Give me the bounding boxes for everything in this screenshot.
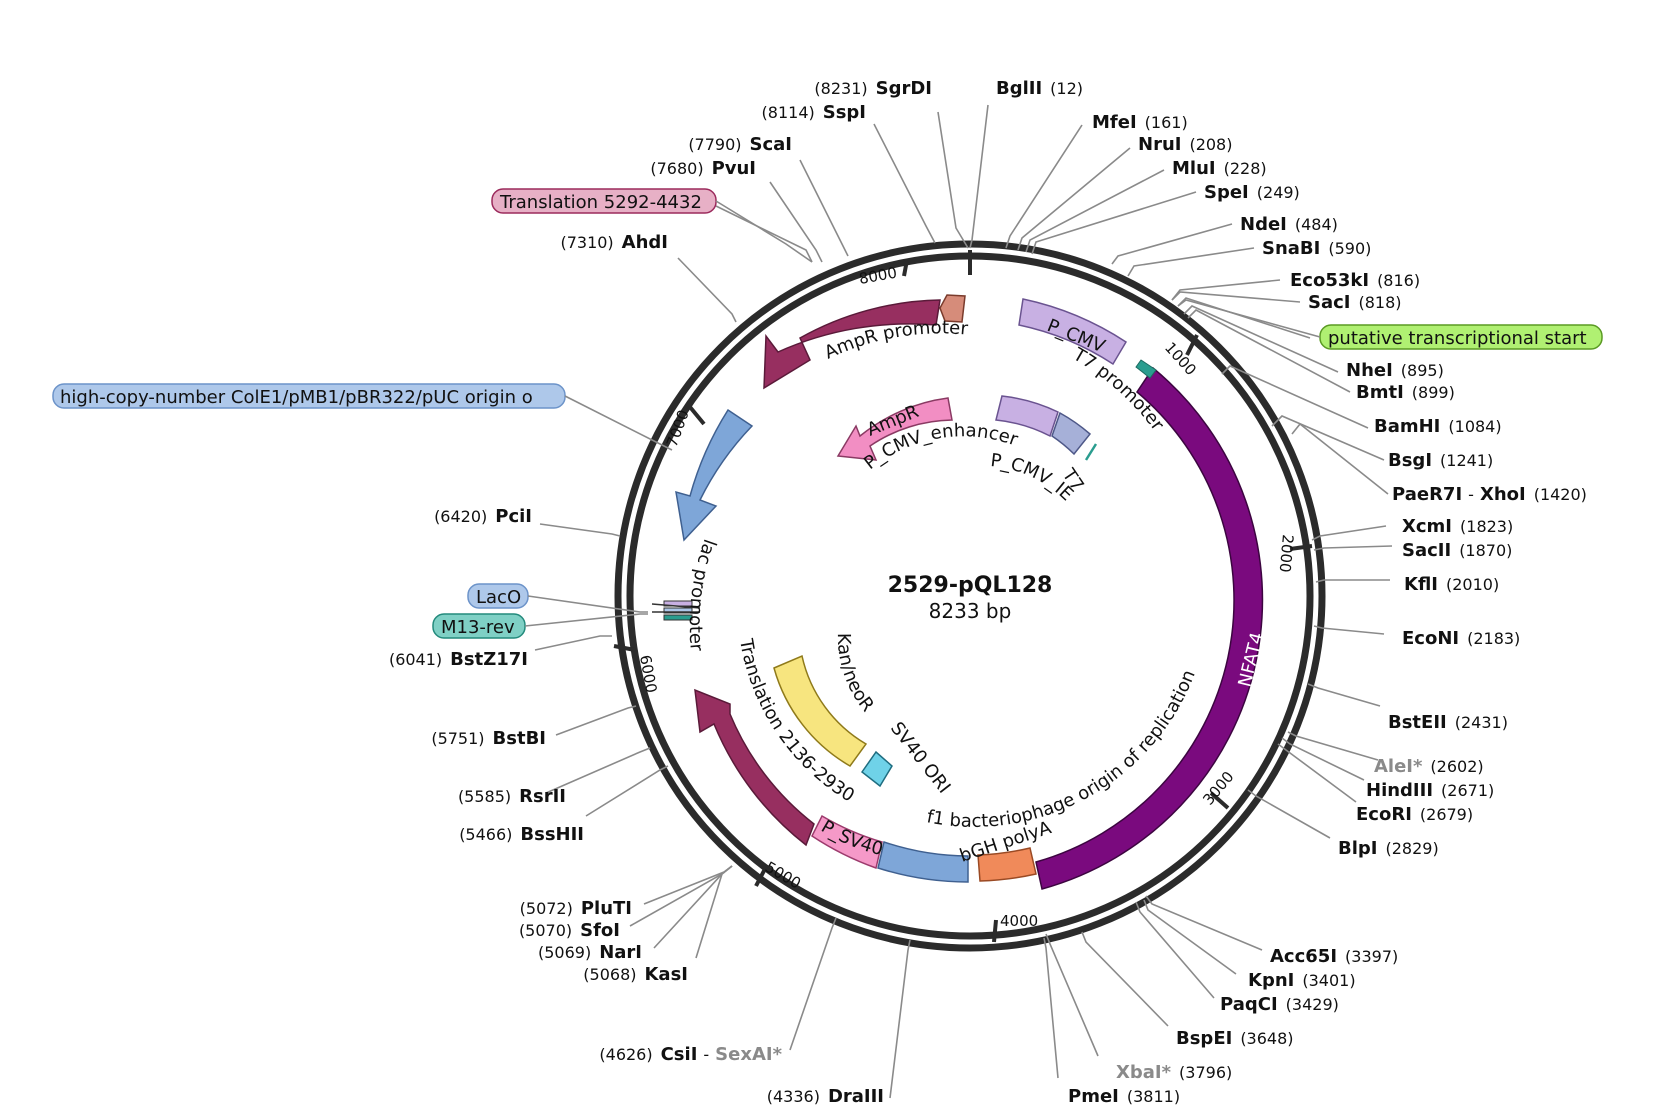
site-bsteii: BstEII(2431): [1388, 712, 1508, 733]
site-kfli: KflI(2010): [1404, 574, 1499, 595]
pcmv-ie-feature[interactable]: [1051, 411, 1092, 456]
boxed-label-translation-5292[interactable]: Translation 5292-4432: [491, 188, 717, 214]
site-csii: (4626)CsiI-SexAI*: [599, 1044, 782, 1065]
svg-text:Translation 5292-4432: Translation 5292-4432: [499, 192, 702, 213]
site-acc65i: Acc65I(3397): [1270, 946, 1398, 967]
svg-text:high-copy-number ColE1/pMB1/pB: high-copy-number ColE1/pMB1/pBR322/pUC o…: [60, 387, 533, 408]
site-nrui: NruI(208): [1138, 134, 1232, 155]
tick-4000: 4000: [1000, 912, 1038, 930]
site-pluti: (5072)PluTI: [520, 898, 632, 919]
svg-text:putative transcriptional start: putative transcriptional start: [1328, 328, 1587, 349]
site-pmei: PmeI(3811): [1068, 1086, 1180, 1107]
site-ndei: NdeI(484): [1240, 214, 1338, 235]
site-ahdi: (7310)AhdI: [560, 232, 668, 253]
site-rsrii: (5585)RsrII: [458, 786, 566, 807]
origin-arrow[interactable]: [675, 408, 754, 542]
nfat4-feature[interactable]: [1035, 366, 1264, 890]
site-bamhi: BamHI(1084): [1374, 416, 1502, 437]
site-bsgi: BsgI(1241): [1388, 450, 1493, 471]
svg-text:M13-rev: M13-rev: [441, 617, 515, 638]
site-bspei: BspEI(3648): [1176, 1028, 1294, 1049]
site-sfoi: (5070)SfoI: [519, 920, 620, 941]
plasmid-length: 8233 bp: [929, 599, 1012, 623]
t7-inner-mark: [1084, 443, 1098, 461]
sv40-ori-feature[interactable]: [860, 750, 893, 788]
f1-origin-feature[interactable]: [877, 841, 969, 883]
lac-promoter-label: lac promoter: [685, 536, 720, 652]
site-spei: SpeI(249): [1204, 182, 1300, 203]
site-bstbi: (5751)BstBI: [431, 728, 546, 749]
site-nari: (5069)NarI: [538, 942, 642, 963]
kanneor-feature[interactable]: [773, 654, 868, 767]
site-sacii: SacII(1870): [1402, 540, 1512, 561]
site-mlui: MluI(228): [1172, 158, 1267, 179]
site-saci: SacI(818): [1308, 292, 1402, 313]
site-nhei: NheI(895): [1346, 360, 1444, 381]
site-blpi: BlpI(2829): [1338, 838, 1439, 859]
site-pvui: (7680)PvuI: [650, 158, 756, 179]
site-xbai: XbaI*(3796): [1116, 1062, 1232, 1083]
site-labels-left: (8231)SgrDI (8114)SspI (7790)ScaI (7680)…: [389, 78, 932, 1107]
site-scai: (7790)ScaI: [688, 134, 792, 155]
site-sspi: (8114)SspI: [762, 102, 866, 123]
site-bstz17i: (6041)BstZ17I: [389, 649, 528, 670]
pcmv-enhancer-feature[interactable]: [995, 395, 1059, 438]
psv40-feature[interactable]: [811, 814, 883, 869]
site-econi: EcoNI(2183): [1402, 628, 1520, 649]
tick-2000: 2000: [1276, 534, 1297, 574]
ampr-feature[interactable]: [836, 397, 953, 461]
site-bsshii: (5466)BssHII: [459, 824, 584, 845]
boxed-label-putative-start[interactable]: putative transcriptional start: [1319, 324, 1603, 350]
site-bglii: BglII(12): [996, 78, 1083, 99]
site-mfei: MfeI(161): [1092, 112, 1188, 133]
t7-feature: [1135, 359, 1157, 379]
site-xcmi: XcmI(1823): [1402, 516, 1513, 537]
boxed-label-laco[interactable]: LacO: [467, 583, 529, 609]
site-paer7i: PaeR7I-XhoI(1420): [1392, 484, 1587, 505]
site-kasi: (5068)KasI: [583, 964, 688, 985]
boxed-leaders: [524, 200, 1321, 627]
site-eco53ki: Eco53kI(816): [1290, 270, 1420, 291]
boxed-label-origin[interactable]: high-copy-number ColE1/pMB1/pBR322/pUC o…: [52, 383, 566, 409]
site-pcii: (6420)PciI: [434, 506, 532, 527]
site-snabi: SnaBI(590): [1262, 238, 1371, 259]
lac-marks: [651, 600, 701, 621]
translation-2136-2930-arrow[interactable]: [694, 688, 815, 847]
sv40-ori-label: SV40 ORI: [886, 718, 954, 797]
pcmv-feature[interactable]: [1018, 298, 1128, 366]
site-paqci: PaqCI(3429): [1220, 994, 1339, 1015]
boxed-label-m13rev[interactable]: M13-rev: [432, 613, 526, 639]
site-sgrdi: (8231)SgrDI: [814, 78, 932, 99]
site-hindiii: HindIII(2671): [1366, 780, 1494, 801]
svg-text:LacO: LacO: [476, 587, 521, 608]
site-labels-right: BglII(12) MfeI(161) NruI(208) MluI(228) …: [996, 78, 1587, 1107]
site-alei: AleI*(2602): [1374, 756, 1484, 777]
site-bmti: BmtI(899): [1356, 382, 1455, 403]
leader-lines: [534, 104, 1393, 1099]
plasmid-name: 2529-pQL128: [888, 573, 1053, 598]
site-draiii: (4336)DraIII: [767, 1086, 884, 1107]
kanneor-label: Kan/neoR: [833, 633, 878, 716]
translation-5292-4432-arrow[interactable]: [763, 299, 941, 390]
site-kpni: KpnI(3401): [1248, 970, 1356, 991]
tick-8000: 8000: [858, 264, 899, 288]
ampr-promoter-feature[interactable]: [939, 294, 966, 323]
bgh-polya-feature[interactable]: [977, 847, 1037, 882]
tick-marks: [613, 250, 1313, 943]
site-ecori: EcoRI(2679): [1356, 804, 1473, 825]
